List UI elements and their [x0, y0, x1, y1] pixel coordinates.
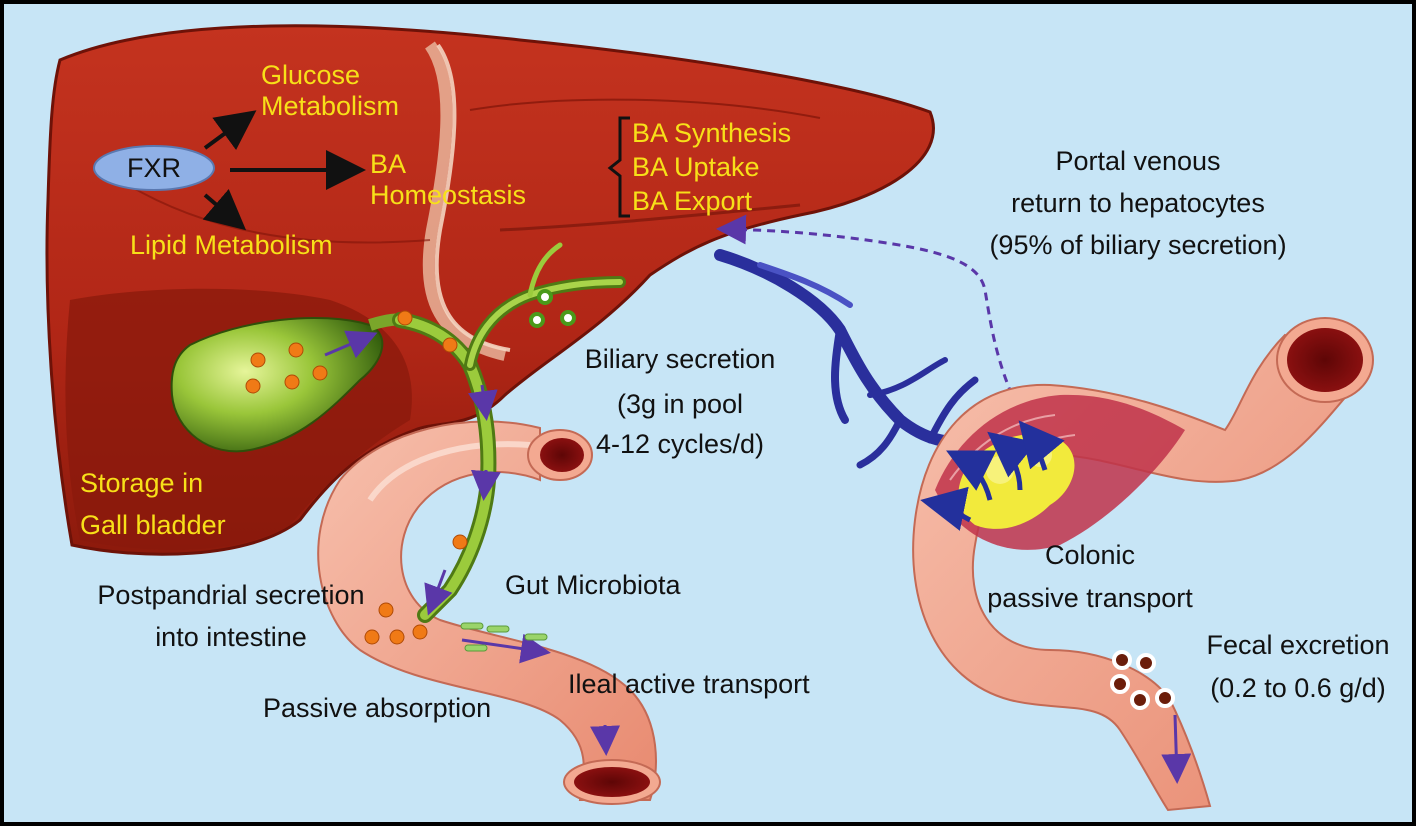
lipid-metabolism-label: Lipid Metabolism	[130, 230, 333, 260]
fxr-oval	[93, 145, 215, 191]
biliary-secretion-label-line1: Biliary secretion	[584, 344, 776, 374]
conjugated-bile-acid-dots	[529, 289, 576, 328]
gut-microbiota-label: Gut Microbiota	[505, 570, 681, 600]
fxr-label: FXR	[127, 153, 181, 183]
passive-absorption-label: Passive absorption	[263, 693, 492, 723]
ba-homeostasis-label-line1: BA	[370, 149, 407, 179]
fecal-excretion-label-line1: Fecal excretion	[1206, 630, 1390, 660]
fxr-arrows	[202, 110, 366, 231]
small-intestine	[317, 420, 661, 805]
colon	[912, 317, 1374, 812]
portal-label-line1: Portal venous	[1055, 146, 1221, 176]
fecal-excretion-label-line2: (0.2 to 0.6 g/d)	[1210, 673, 1386, 703]
storage-label-line1: Storage in	[80, 468, 204, 498]
flow-arrows	[324, 330, 1192, 784]
storage-label-line2: Gall bladder	[80, 510, 226, 540]
glucose-metabolism-label-line1: Glucose	[261, 60, 361, 90]
biliary-secretion-label-line3: 4-12 cycles/d)	[595, 429, 765, 459]
portal-label-line3: (95% of biliary secretion)	[989, 230, 1287, 260]
ba-synthesis-label: BA Synthesis	[632, 118, 792, 148]
portal-vein	[714, 249, 979, 469]
ba-homeostasis-label-line2: Homeostasis	[370, 180, 527, 210]
bile-acid-dots	[245, 310, 468, 645]
ba-export-label: BA Export	[632, 186, 753, 216]
ileal-active-transport-label: Ileal active transport	[568, 669, 810, 699]
glucose-metabolism-label-line2: Metabolism	[261, 91, 400, 121]
ba-uptake-label: BA Uptake	[632, 152, 760, 182]
biliary-secretion-label-line2: (3g in pool	[616, 389, 744, 419]
portal-label-line2: return to hepatocytes	[1011, 188, 1265, 218]
fecal-excretion-dots	[1110, 650, 1175, 710]
colonic-label-line2: passive transport	[987, 583, 1193, 613]
postprandial-label-line1: Postpandrial secretion	[97, 580, 365, 610]
ba-bracket	[607, 116, 630, 218]
postprandial-label-line2: into intestine	[155, 622, 307, 652]
colonic-label-line1: Colonic	[1044, 540, 1136, 570]
portal-return-arrow	[716, 214, 1014, 396]
gut-microbiota-rods	[460, 622, 548, 652]
